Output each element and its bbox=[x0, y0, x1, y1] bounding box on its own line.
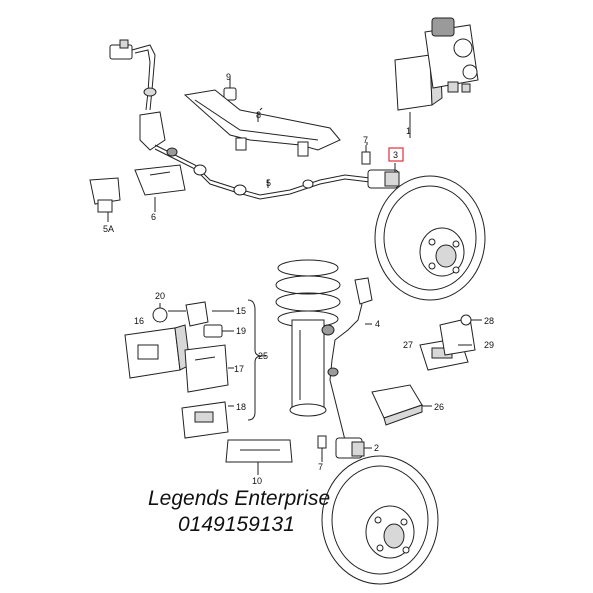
callout-17: 17 bbox=[234, 364, 244, 374]
bracket-part-29 bbox=[439, 317, 476, 356]
bracket-part-5a bbox=[89, 177, 121, 222]
callout-16: 16 bbox=[134, 316, 144, 326]
module-part-16 bbox=[124, 324, 191, 379]
clamp-part-10 bbox=[225, 439, 293, 475]
bolt-part-7-lower bbox=[317, 435, 327, 462]
sensor-cable-part-4 bbox=[321, 277, 373, 441]
callout-9: 9 bbox=[226, 72, 231, 82]
watermark-phone-number: 0149159131 bbox=[178, 513, 295, 536]
sensor-part-2 bbox=[335, 437, 365, 459]
callout-28: 28 bbox=[484, 316, 494, 326]
bracket-part-6 bbox=[134, 164, 186, 212]
leader-lines bbox=[168, 107, 482, 449]
callout-18: 18 bbox=[236, 402, 246, 412]
screw-part-28 bbox=[460, 314, 472, 326]
screw-part-20 bbox=[152, 303, 168, 323]
brake-disc-upper bbox=[374, 175, 486, 301]
callout-7-lower: 7 bbox=[318, 462, 323, 472]
wheel-speed-sensor-part-3 bbox=[367, 163, 400, 189]
sensor-cable-upper bbox=[109, 39, 371, 200]
callout-20: 20 bbox=[155, 291, 165, 301]
callout-15: 15 bbox=[236, 306, 246, 316]
callout-25: 25 bbox=[258, 351, 268, 361]
callout-2: 2 bbox=[374, 443, 379, 453]
part-19 bbox=[203, 324, 223, 338]
callout-6: 6 bbox=[151, 212, 156, 222]
brake-disc-lower bbox=[321, 455, 439, 585]
part-18 bbox=[181, 401, 229, 439]
callout-26: 26 bbox=[434, 402, 444, 412]
callout-5a: 5A bbox=[103, 224, 114, 234]
bracket-part-8 bbox=[183, 89, 341, 157]
callout-5: 5 bbox=[266, 178, 271, 188]
callout-19: 19 bbox=[236, 326, 246, 336]
callout-10: 10 bbox=[252, 476, 262, 486]
highlight-box-part-3 bbox=[388, 147, 404, 162]
callout-7-upper: 7 bbox=[363, 135, 368, 145]
callout-27: 27 bbox=[403, 340, 413, 350]
part-17 bbox=[184, 344, 229, 393]
callout-1: 1 bbox=[406, 126, 411, 136]
callout-labels: 1 9 8 7 3 5 6 5A 20 15 16 19 25 17 18 4 … bbox=[103, 72, 494, 486]
part-15 bbox=[185, 301, 209, 327]
callout-29: 29 bbox=[484, 340, 494, 350]
callout-4: 4 bbox=[375, 319, 380, 329]
clip-part-9 bbox=[223, 78, 237, 101]
abs-control-unit bbox=[394, 17, 479, 128]
part-26 bbox=[371, 384, 423, 426]
watermark-company-name: Legends Enterprise bbox=[148, 487, 331, 510]
callout-3: 3 bbox=[393, 150, 398, 160]
bolt-part-7-upper bbox=[361, 145, 371, 165]
callout-8: 8 bbox=[256, 110, 261, 120]
strut-and-spring bbox=[275, 259, 341, 417]
